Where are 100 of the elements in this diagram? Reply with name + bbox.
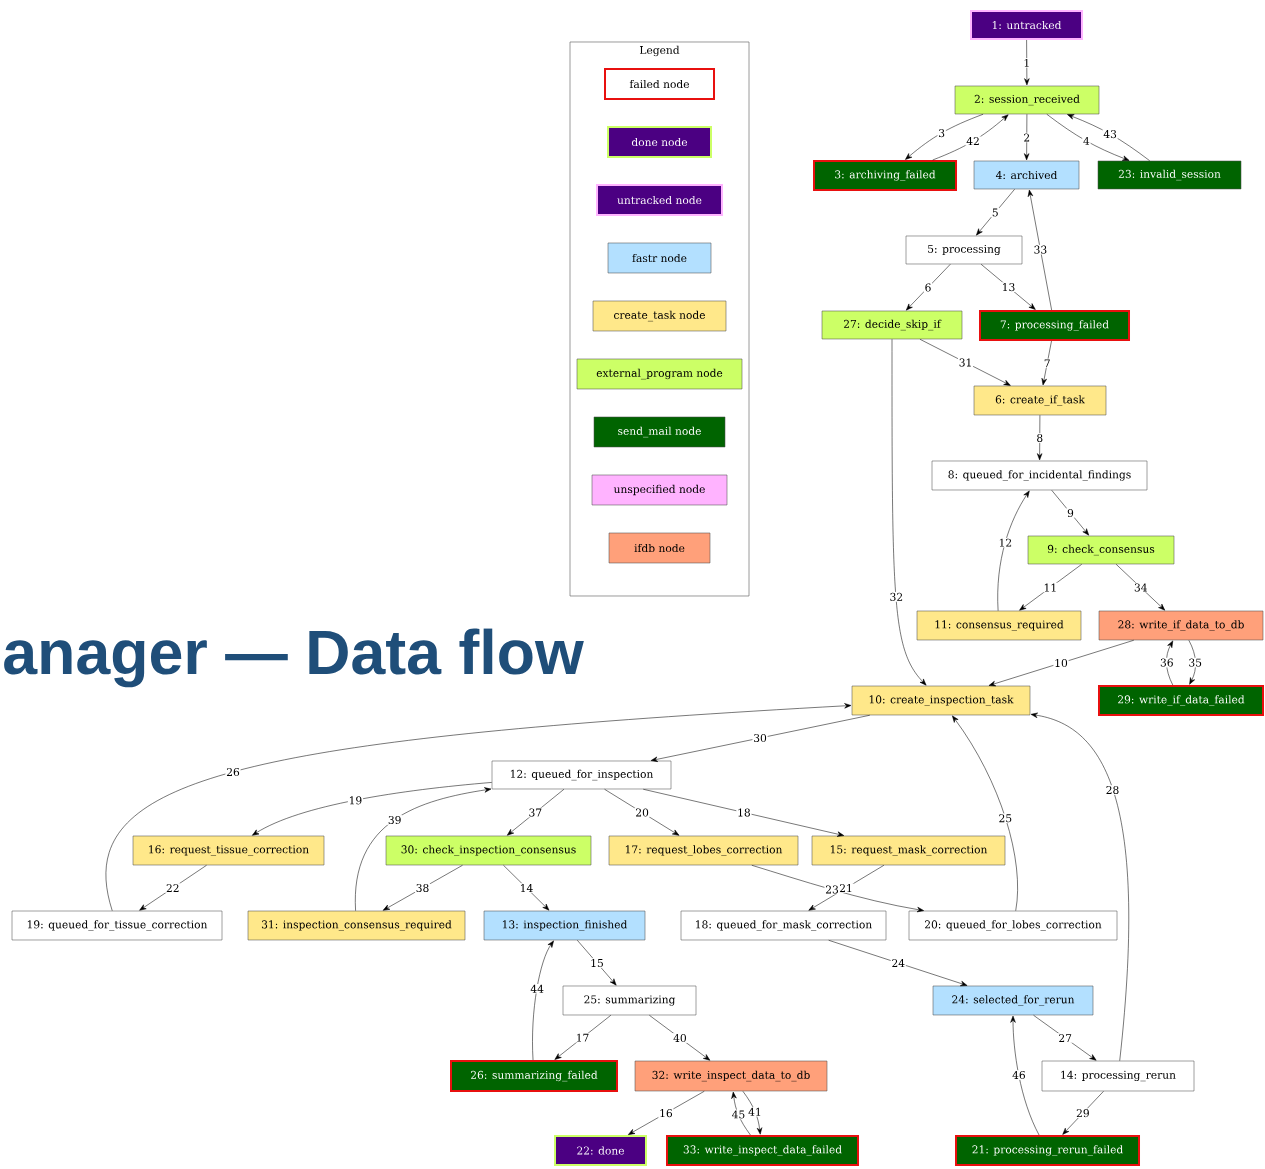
edge-label: 45: [730, 1109, 747, 1120]
arrow: [1037, 415, 1043, 461]
state-box: 12: queued_for_inspection: [491, 760, 672, 790]
edge-label: 22: [165, 883, 181, 893]
edge-label: 34: [1133, 582, 1149, 593]
arrow: [731, 1091, 751, 1136]
legend-item: external_program node: [576, 358, 743, 390]
legend-item: unspecified node: [591, 474, 728, 506]
state-box: 33: write_inspect_data_failed: [666, 1135, 859, 1166]
edge-label: 35: [1187, 657, 1203, 668]
state-box: 3: archiving_failed: [813, 160, 957, 191]
state-box: 21: processing_rerun_failed: [955, 1135, 1140, 1166]
state-box: 8: queued_for_incidental_findings: [931, 460, 1148, 491]
state-box: 11: consensus_required: [916, 610, 1082, 641]
edge-label: 40: [672, 1033, 688, 1043]
arrow: [919, 339, 1011, 386]
arrow: [643, 789, 845, 837]
arrow: [751, 865, 924, 913]
state-box: 15: request_mask_correction: [811, 835, 1006, 866]
state-box: 26: summarizing_failed: [450, 1060, 618, 1092]
state-box: 27: decide_skip_if: [821, 310, 963, 340]
state-box: 5: processing: [905, 235, 1023, 265]
edge-label: 16: [658, 1108, 674, 1118]
arrow: [1024, 39, 1030, 86]
arrow: [952, 715, 1018, 911]
arrow: [382, 865, 463, 911]
state-box: 24: selected_for_rerun: [932, 985, 1094, 1016]
arrow: [1019, 564, 1082, 611]
state-box: 19: queued_for_tissue_correction: [11, 910, 223, 941]
state-box: 10: create_inspection_task: [851, 685, 1031, 716]
state-box: 30: check_inspection_consensus: [385, 835, 592, 866]
arrow: [997, 490, 1030, 611]
edge-label: 44: [529, 984, 545, 994]
edge-label: 36: [1159, 657, 1175, 668]
state-box: 2: session_received: [954, 85, 1100, 115]
edge-label: 18: [736, 807, 752, 818]
arrow: [932, 114, 1009, 161]
arrow: [649, 1015, 711, 1061]
arrow: [105, 703, 852, 911]
arrow: [1010, 1015, 1040, 1136]
title: anager — Data flow: [4, 628, 584, 688]
state-box: 25: summarizing: [562, 985, 697, 1016]
arrow: [1033, 1015, 1097, 1061]
arrow: [828, 940, 968, 987]
edge-label: 24: [890, 958, 906, 968]
edge-label: 30: [752, 733, 768, 743]
arrow: [988, 640, 1135, 687]
arrow: [1166, 640, 1174, 686]
arrow: [355, 787, 492, 911]
state-box: 31: inspection_consensus_required: [247, 910, 466, 941]
state-box: 23: invalid_session: [1097, 160, 1242, 190]
edge-label: 28: [1104, 785, 1121, 795]
arrow: [507, 789, 565, 836]
state-box: 20: queued_for_lobes_correction: [908, 910, 1118, 941]
arrow: [1067, 114, 1150, 161]
arrow: [1046, 114, 1130, 161]
arrow: [577, 940, 617, 986]
state-box: 29: write_if_data_failed: [1098, 685, 1264, 716]
arrow: [628, 1091, 705, 1135]
arrow: [976, 189, 1015, 236]
state-box: 17: request_lobes_correction: [608, 835, 799, 866]
edge-label: 2: [1022, 132, 1031, 143]
edge-label: 17: [574, 1032, 591, 1043]
arrow: [905, 264, 951, 311]
edge-label: 31: [957, 357, 974, 368]
edge-label: 11: [1042, 582, 1058, 593]
legend-item: fastr node: [607, 242, 712, 274]
arrow: [1115, 564, 1166, 611]
edge-label: 25: [997, 813, 1013, 824]
edge-label: 26: [225, 767, 241, 777]
state-box: 22: done: [554, 1135, 647, 1166]
legend-item: send_mail node: [593, 416, 726, 448]
edge-label: 37: [527, 807, 543, 818]
edge-label: 14: [518, 883, 535, 893]
state-box: 6: create_if_task: [973, 385, 1107, 416]
edge-label: 19: [347, 795, 363, 806]
edge-label: 29: [1075, 1108, 1091, 1118]
legend-item: create_task node: [592, 300, 727, 332]
arrow: [554, 1015, 612, 1060]
edge-label: 41: [747, 1107, 763, 1117]
edge-label: 46: [1011, 1070, 1027, 1080]
edge-label: 15: [589, 958, 605, 968]
edge-label: 21: [838, 883, 854, 893]
arrow: [980, 264, 1036, 310]
arrow: [891, 339, 927, 686]
state-box: 13: inspection_finished: [483, 910, 646, 941]
legend-item: done node: [607, 126, 712, 158]
arrow: [1027, 189, 1052, 311]
arrow: [1024, 114, 1030, 161]
arrow: [1041, 340, 1052, 386]
arrow: [742, 1091, 763, 1135]
legend-item: ifdb node: [608, 532, 711, 564]
edge-label: 5: [991, 207, 1000, 218]
state-box: 14: processing_rerun: [1041, 1060, 1195, 1092]
arrow: [650, 715, 871, 762]
arrow: [808, 865, 885, 911]
arrow: [139, 865, 207, 911]
arrow: [532, 940, 554, 1061]
arrow: [905, 114, 984, 160]
edge-label: 38: [414, 883, 431, 893]
